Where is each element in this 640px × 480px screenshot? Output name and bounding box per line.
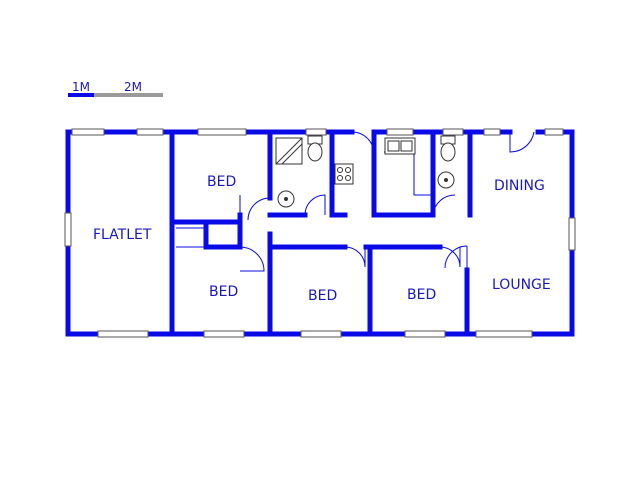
window [97,330,149,338]
room-label-bed: BED [407,287,436,303]
window [404,330,446,338]
door [239,246,265,272]
window [544,128,564,136]
doors [239,131,535,272]
window [475,330,533,338]
scale-label-2m: 2M [124,80,142,94]
room-label-flatlet: FLATLET [93,227,152,243]
room-label-bed: BED [209,284,238,300]
room-labels: FLATLET BED BED BED BED DINING LOUNGE [93,174,551,304]
window [442,128,464,136]
door [444,245,468,269]
door [439,246,461,268]
door [432,194,456,216]
door [247,197,271,221]
basin-icon [437,171,455,189]
door [344,246,366,268]
window [386,128,414,136]
door [304,194,326,216]
room-label-bed: BED [207,174,236,190]
window [71,128,105,136]
windows [64,128,576,338]
room-label-dining: DINING [494,178,545,194]
window [300,330,342,338]
scale-bar: 1M 2M [68,80,163,97]
window [197,128,247,136]
room-label-lounge: LOUNGE [492,277,551,293]
basin-icon [277,190,295,208]
thin-lines [176,151,433,248]
window [305,128,327,136]
room-label-bed: BED [308,288,337,304]
window [203,330,245,338]
window [136,128,164,136]
window [568,217,576,251]
shower-icon [275,137,303,165]
stove-icon [334,163,354,185]
fixtures [275,135,456,208]
interior-walls [169,129,473,337]
toilet-icon [307,135,323,162]
door [509,131,535,153]
window [64,212,72,247]
scale-label-1m: 1M [72,80,90,94]
toilet-icon [440,135,456,162]
kitchen-sink-icon [384,137,416,155]
door [351,131,375,155]
window [483,128,501,136]
